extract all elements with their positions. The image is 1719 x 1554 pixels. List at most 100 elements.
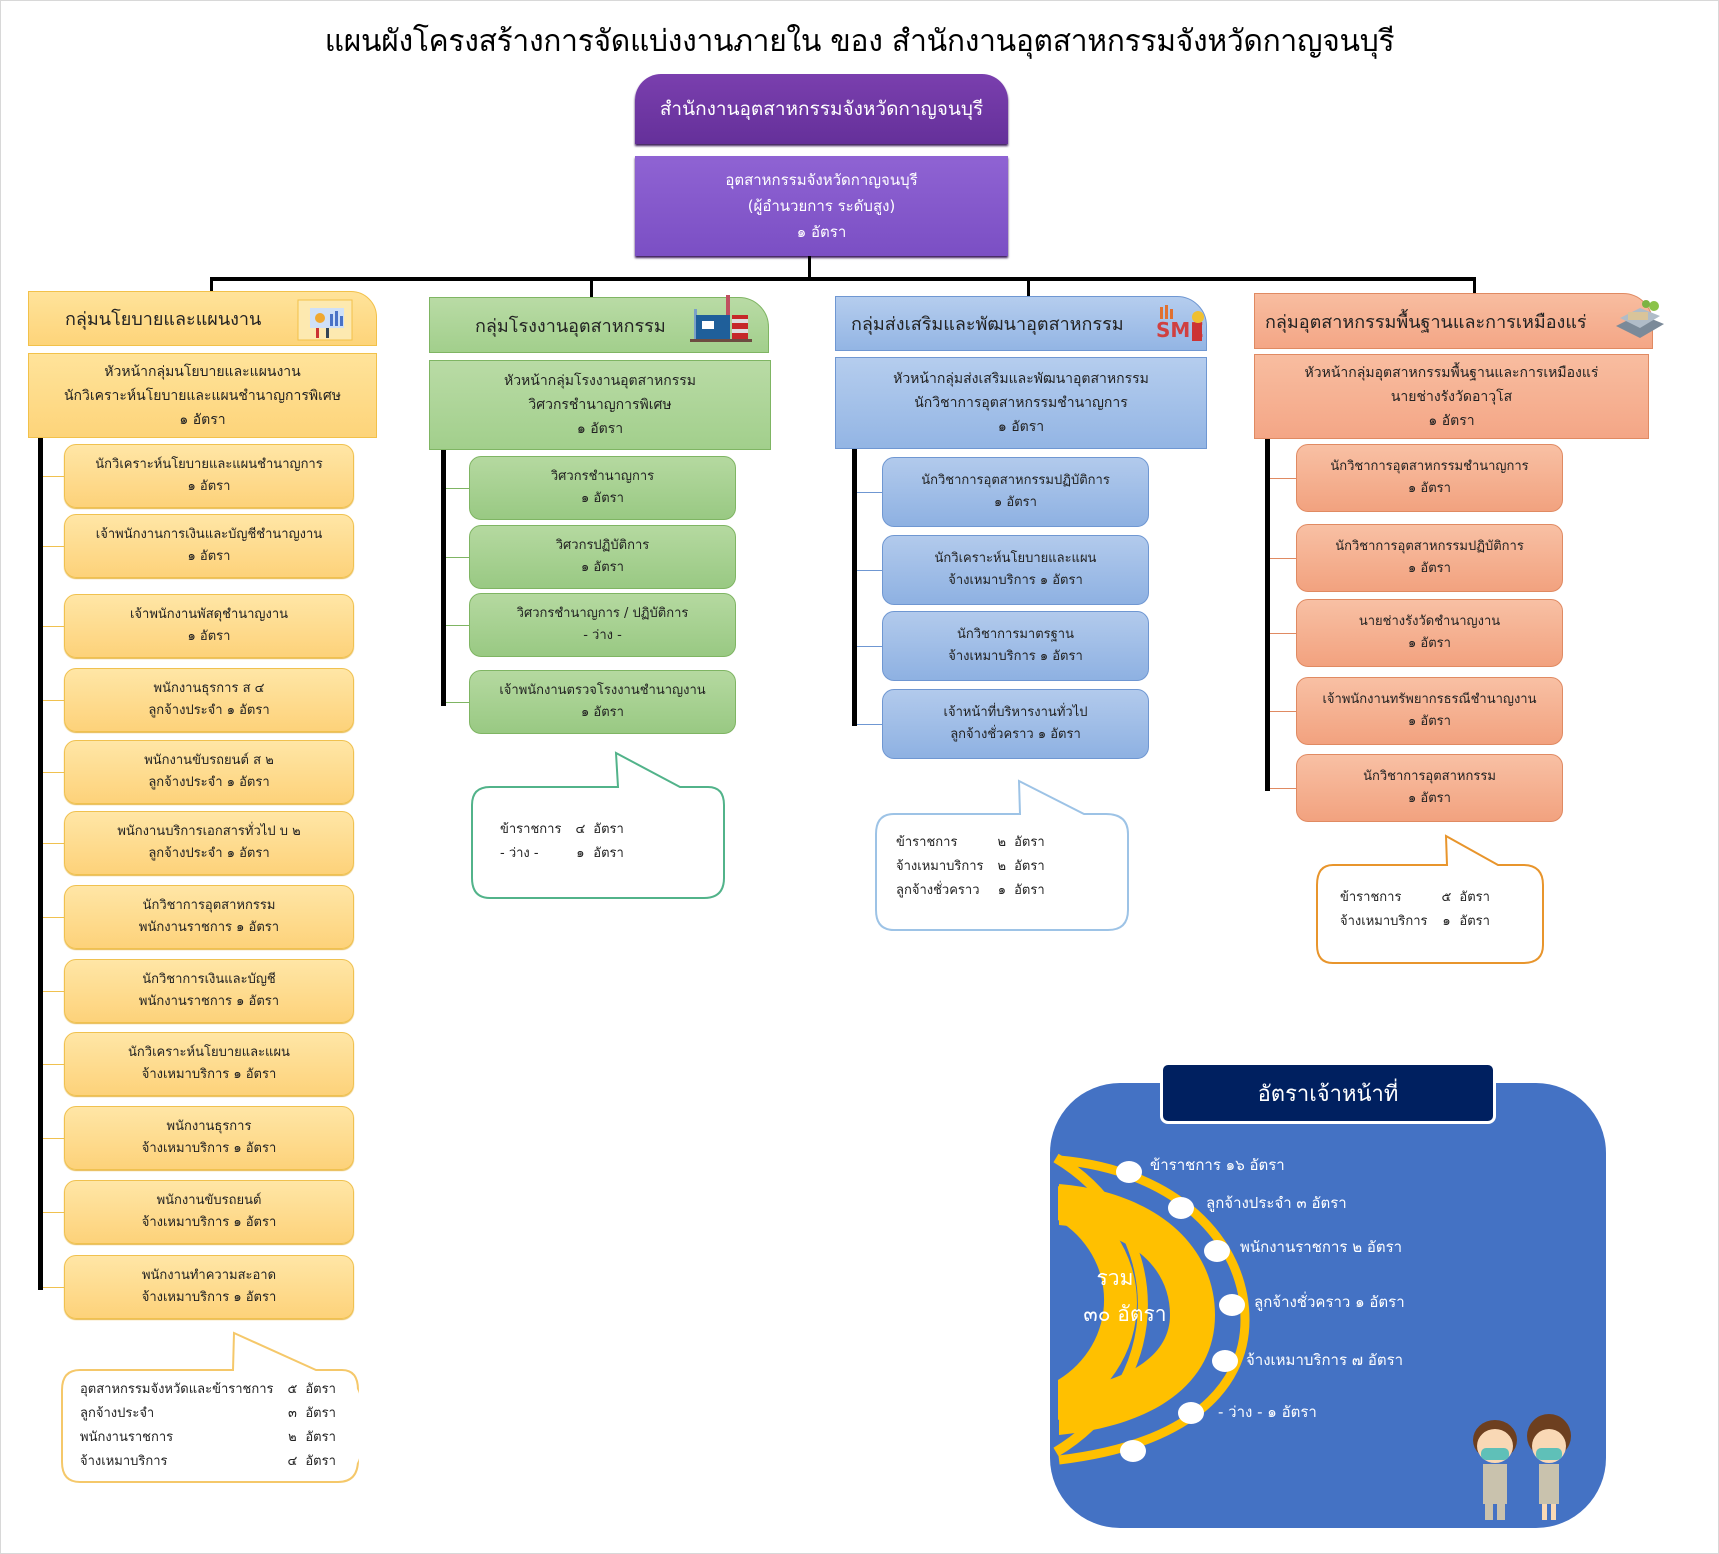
position-title: นักวิชาการอุตสาหกรรมชำนาญการ bbox=[1330, 459, 1529, 474]
position-count: จ้างเหมาบริการ ๑ อัตรา bbox=[141, 1067, 277, 1082]
group-head-box-mining: หัวหน้ากลุ่มอุตสาหกรรมพื้นฐานและการเหมือ… bbox=[1254, 354, 1649, 439]
position-title: พนักงานขับรถยนต์ bbox=[156, 1193, 262, 1208]
position-card-policy: นักวิเคราะห์นโยบายและแผนชำนาญการ๑ อัตรา bbox=[64, 444, 354, 508]
position-title: วิศวกรชำนาญการ bbox=[550, 469, 655, 484]
position-title: นักวิเคราะห์นโยบายและแผน bbox=[128, 1045, 290, 1060]
staff-item: - ว่าง - ๑ อัตรา bbox=[1218, 1403, 1317, 1421]
staff-item: ข้าราชการ ๑๖ อัตรา bbox=[1150, 1156, 1285, 1174]
position-count: พนักงานราชการ ๑ อัตรา bbox=[138, 994, 280, 1009]
position-card-policy: เจ้าพนักงานการเงินและบัญชีชำนาญงาน๑ อัตร… bbox=[64, 514, 354, 578]
summary-unit: อัตรา bbox=[1014, 883, 1045, 898]
head-position: นายช่างรังวัดอาวุโส bbox=[1390, 388, 1513, 405]
position-card-factory: วิศวกรปฏิบัติการ๑ อัตรา bbox=[469, 525, 736, 589]
mining-building-icon bbox=[1616, 300, 1664, 338]
position-title: เจ้าพนักงานพัสดุชำนาญงาน bbox=[129, 607, 289, 622]
director-count: ๑ อัตรา bbox=[796, 223, 847, 241]
connector-tick bbox=[446, 557, 469, 558]
position-title: เจ้าหน้าที่บริหารงานทั่วไป bbox=[943, 705, 1088, 720]
connector-tick bbox=[857, 492, 882, 493]
head-count: ๑ อัตรา bbox=[997, 419, 1045, 435]
position-count: ๑ อัตรา bbox=[1408, 561, 1451, 576]
group-head-box-policy: หัวหน้ากลุ่มนโยบายและแผนงาน นักวิเคราะห์… bbox=[28, 353, 377, 438]
group-head-box-promotion: หัวหน้ากลุ่มส่งเสริมและพัฒนาอุตสาหกรรม น… bbox=[835, 357, 1207, 449]
summary-count: ๕ bbox=[1441, 890, 1452, 905]
connector-tick bbox=[1270, 478, 1296, 479]
page-title: แผนผังโครงสร้างการจัดแบ่งงานภายใน ของ สำ… bbox=[324, 24, 1395, 59]
position-count: จ้างเหมาบริการ ๑ อัตรา bbox=[141, 1141, 277, 1156]
staff-item: ลูกจ้างประจำ ๓ อัตรา bbox=[1206, 1194, 1347, 1212]
position-card-policy: นักวิชาการอุตสาหกรรมพนักงานราชการ ๑ อัตร… bbox=[64, 885, 354, 949]
position-title: นักวิเคราะห์นโยบายและแผนชำนาญการ bbox=[95, 457, 323, 472]
position-title: นักวิชาการอุตสาหกรรมปฏิบัติการ bbox=[921, 473, 1110, 488]
head-title: หัวหน้ากลุ่มโรงงานอุตสาหกรรม bbox=[503, 373, 697, 389]
position-title: วิศวกรปฏิบัติการ bbox=[555, 538, 650, 553]
connector-tick bbox=[43, 626, 64, 627]
staff-summary-title: อัตราเจ้าหน้าที่ bbox=[1160, 1062, 1496, 1124]
connector-trunk bbox=[808, 256, 811, 278]
connector-tick bbox=[857, 570, 882, 571]
summary-bubble-policy: อุตสาหกรรมจังหวัดและข้าราชการ๕อัตราลูกจ้… bbox=[80, 1378, 360, 1474]
connector-tick bbox=[1270, 558, 1296, 559]
summary-row: อุตสาหกรรมจังหวัดและข้าราชการ๕อัตรา bbox=[80, 1378, 342, 1402]
staff-item: จ้างเหมาบริการ ๗ อัตรา bbox=[1246, 1351, 1404, 1369]
summary-label: จ้างเหมาบริการ bbox=[80, 1454, 168, 1469]
connector-g1 bbox=[210, 277, 213, 293]
position-title: นักวิชาการอุตสาหกรรมปฏิบัติการ bbox=[1335, 539, 1524, 554]
position-count: ลูกจ้างประจำ ๑ อัตรา bbox=[148, 775, 270, 790]
position-title: เจ้าพนักงานตรวจโรงงานชำนาญงาน bbox=[499, 683, 706, 698]
position-card-policy: เจ้าพนักงานพัสดุชำนาญงาน๑ อัตรา bbox=[64, 594, 354, 658]
summary-count: ๑ bbox=[576, 846, 585, 861]
position-title: พนักงานธุรการ ส ๔ bbox=[153, 681, 265, 696]
position-title: วิศวกรชำนาญการ / ปฏิบัติการ bbox=[516, 606, 689, 621]
summary-label: พนักงานราชการ bbox=[80, 1430, 174, 1445]
group-name: กลุ่มอุตสาหกรรมพื้นฐานและการเหมืองแร่ bbox=[1265, 311, 1587, 333]
factory-icon bbox=[690, 295, 752, 342]
group-header-promotion: กลุ่มส่งเสริมและพัฒนาอุตสาหกรรม SME bbox=[835, 296, 1207, 351]
connector-bus bbox=[210, 277, 1476, 281]
connector-tick bbox=[43, 772, 64, 773]
connector-tick bbox=[446, 702, 469, 703]
head-title: หัวหน้ากลุ่มส่งเสริมและพัฒนาอุตสาหกรรม bbox=[893, 371, 1149, 387]
head-count: ๑ อัตรา bbox=[1428, 412, 1475, 429]
position-title: พนักงานธุรการ bbox=[166, 1119, 252, 1134]
summary-bubble-promotion: ข้าราชการ๒อัตราจ้างเหมาบริการ๒อัตราลูกจ้… bbox=[896, 831, 1116, 903]
position-count: จ้างเหมาบริการ ๑ อัตรา bbox=[141, 1215, 277, 1230]
group-name: กลุ่มโรงงานอุตสาหกรรม bbox=[475, 315, 666, 337]
summary-row: ข้าราชการ๕อัตรา bbox=[1340, 886, 1496, 910]
summary-row: จ้างเหมาบริการ๔อัตรา bbox=[80, 1450, 342, 1474]
summary-label: ลูกจ้างชั่วคราว bbox=[896, 883, 980, 898]
connector-g2 bbox=[590, 277, 593, 297]
group-name: กลุ่มส่งเสริมและพัฒนาอุตสาหกรรม bbox=[851, 314, 1124, 335]
head-position: นักวิชาการอุตสาหกรรมชำนาญการ bbox=[914, 395, 1128, 411]
summary-unit: อัตรา bbox=[1459, 914, 1490, 929]
total-value: ๓๐ อัตรา bbox=[1083, 1302, 1167, 1326]
position-card-mining: นักวิชาการอุตสาหกรรมชำนาญการ๑ อัตรา bbox=[1296, 444, 1563, 512]
head-title: หัวหน้ากลุ่มนโยบายและแผนงาน bbox=[104, 363, 301, 380]
summary-row: ข้าราชการ๔อัตรา bbox=[500, 818, 630, 842]
connector-tick bbox=[43, 1212, 64, 1213]
position-count: ๑ อัตรา bbox=[187, 629, 231, 644]
director-title: อุตสาหกรรมจังหวัดกาญจนบุรี bbox=[725, 171, 918, 189]
position-card-policy: พนักงานขับรถยนต์ ส ๒ลูกจ้างประจำ ๑ อัตรา bbox=[64, 740, 354, 804]
group-spine-mining bbox=[1265, 439, 1270, 791]
summary-label: ลูกจ้างประจำ bbox=[80, 1406, 155, 1421]
connector-tick bbox=[43, 1064, 64, 1065]
connector-tick bbox=[1270, 633, 1296, 634]
summary-label: อุตสาหกรรมจังหวัดและข้าราชการ bbox=[80, 1382, 274, 1397]
bullet-dot bbox=[1178, 1402, 1204, 1424]
summary-bubble-mining: ข้าราชการ๕อัตราจ้างเหมาบริการ๑อัตรา bbox=[1340, 886, 1540, 934]
connector-tick bbox=[43, 546, 64, 547]
position-count: ๑ อัตรา bbox=[581, 705, 624, 720]
position-count: ๑ อัตรา bbox=[994, 495, 1037, 510]
position-count: ๑ อัตรา bbox=[1408, 636, 1451, 651]
summary-row: จ้างเหมาบริการ๑อัตรา bbox=[1340, 910, 1496, 934]
position-title: นักวิชาการอุตสาหกรรม bbox=[1363, 769, 1496, 784]
summary-count: ๓ bbox=[287, 1406, 297, 1421]
staff-item: พนักงานราชการ ๒ อัตรา bbox=[1240, 1238, 1403, 1256]
summary-count: ๒ bbox=[997, 859, 1007, 874]
position-count: - ว่าง - bbox=[583, 628, 622, 643]
connector-tick bbox=[1270, 711, 1296, 712]
summary-count: ๔ bbox=[287, 1454, 298, 1469]
summary-unit: อัตรา bbox=[1459, 890, 1490, 905]
position-count: จ้างเหมาบริการ ๑ อัตรา bbox=[948, 649, 1083, 664]
